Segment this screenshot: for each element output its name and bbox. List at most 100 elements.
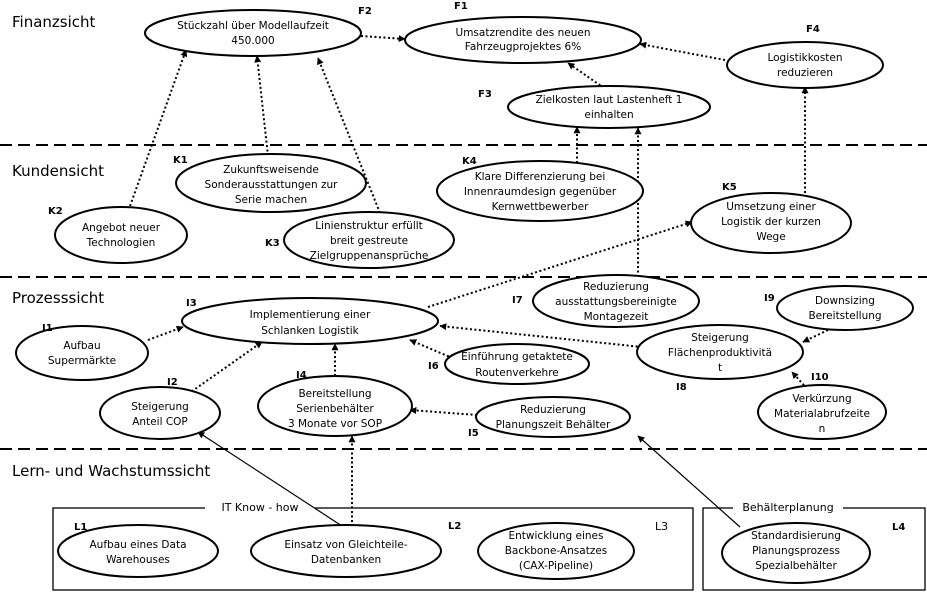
node-i6-line-2: Routenverkehre	[475, 367, 559, 379]
section-label-prozesssicht: Prozesssicht	[12, 289, 104, 307]
node-k5-shape	[690, 192, 852, 254]
node-i7-line-1: Reduzierung	[583, 281, 649, 293]
arrow-f2-f1	[360, 35, 406, 43]
node-i8-line-3: t	[718, 362, 722, 374]
node-k4-line-1: Klare Differenzierung bei	[475, 171, 606, 183]
node-i2-line-2: Anteil COP	[132, 416, 188, 428]
node-i7-line-3: Montagezeit	[584, 311, 649, 323]
node-i5-shape	[475, 396, 631, 438]
node-k5: Umsetzung einer Logistik der kurzen Wege…	[690, 182, 852, 254]
node-i4-line-1: Bereitstellung	[298, 388, 371, 400]
node-i8-line-1: Steigerung	[691, 332, 749, 344]
node-k4-shape	[436, 160, 644, 222]
node-i7: Reduzierung ausstattungsbereinigte Monta…	[512, 274, 700, 328]
node-f3-line-1: Zielkosten laut Lastenheft 1	[536, 94, 683, 106]
arrow-f4-f1	[639, 41, 726, 61]
node-i8-tag: I8	[676, 382, 687, 393]
node-k4-tag: K4	[462, 156, 477, 167]
node-k2-line-1: Angebot neuer	[82, 222, 161, 234]
node-l3-line-1: Entwicklung eines	[509, 530, 604, 542]
arrow-i1-i3	[147, 325, 184, 341]
group-box-it-knowhow	[52, 507, 694, 591]
group-label-bg-it	[205, 499, 315, 515]
node-f3-shape	[507, 85, 711, 129]
node-i1-line-2: Supermärkte	[48, 355, 116, 367]
node-k1-line-3: Serie machen	[235, 194, 307, 206]
node-i6-line-1: Einführung getaktete	[461, 351, 573, 363]
node-l4-tag: L4	[892, 522, 905, 533]
node-l4-line-1: Standardisierung	[751, 530, 841, 542]
arrow-l2-i2	[197, 431, 343, 527]
node-i4-line-3: 3 Monate vor SOP	[288, 418, 382, 430]
node-k2-tag: K2	[48, 206, 63, 217]
node-i3-shape	[181, 297, 439, 345]
node-f1: Umsatzrendite des neuen Fahrzeugprojekte…	[404, 1, 642, 64]
node-i10: Verkürzung Materialabrufzeite n I10	[757, 372, 887, 440]
node-i4-shape	[257, 375, 413, 437]
arrow-k2-f2	[129, 49, 188, 207]
node-i4-line-2: Serienbehälter	[296, 403, 374, 415]
node-i4: Bereitstellung Serienbehälter 3 Monate v…	[257, 370, 413, 437]
arrow-l4-i5	[637, 435, 741, 528]
node-i10-line-3: n	[819, 423, 826, 435]
node-i6-tag: I6	[428, 361, 439, 372]
node-i9-line-2: Bereitstellung	[808, 310, 881, 322]
node-k5-line-2: Logistik der kurzen	[721, 216, 821, 228]
node-i2-tag: I2	[167, 377, 178, 388]
node-i2-line-1: Steigerung	[131, 401, 189, 413]
node-l2-line-1: Einsatz von Gleichteile-	[284, 539, 407, 551]
arrow-k3-f2	[317, 57, 381, 214]
node-i5-tag: I5	[468, 428, 479, 439]
node-l3-line-2: Backbone-Ansatzes	[505, 545, 608, 557]
node-k3: Linienstruktur erfüllt breit gestreute Z…	[265, 211, 455, 269]
section-label-finanzsicht: Finanzsicht	[12, 13, 96, 31]
node-i10-shape	[757, 384, 887, 440]
node-f4: Logistikkosten reduzieren F4	[726, 24, 884, 89]
node-k1-line-1: Zukunftsweisende	[223, 164, 319, 176]
arrow-i9-i8	[802, 327, 833, 343]
node-i6: Einführung getaktete Routenverkehre I6	[428, 343, 590, 385]
node-i3-line-1: Implementierung einer	[250, 309, 371, 321]
node-l4-line-3: Spezialbehälter	[755, 560, 837, 572]
node-l2-tag: L2	[448, 521, 461, 532]
node-i5: Reduzierung Planungszeit Behälter I5	[468, 396, 631, 439]
node-f2-tag: F2	[358, 6, 372, 17]
group-label-behaelterplanung: Behälterplanung	[742, 501, 833, 514]
group-label-it-knowhow: IT Know - how	[221, 501, 298, 514]
node-l2-line-2: Datenbanken	[311, 554, 381, 566]
node-k5-tag: K5	[722, 182, 737, 193]
node-i3-tag: I3	[186, 298, 197, 309]
node-f1-tag: F1	[454, 1, 468, 12]
node-i7-tag: I7	[512, 295, 523, 306]
node-i7-line-2: ausstattungsbereinigte	[555, 296, 677, 308]
node-k4-line-2: Innenraumdesign gegenüber	[464, 186, 617, 198]
node-i1-shape	[15, 325, 149, 381]
node-k4-line-3: Kernwettbewerber	[492, 201, 590, 213]
node-i9: Downsizing Bereitstellung I9	[764, 285, 914, 331]
node-k2-shape	[54, 206, 188, 264]
node-k1-line-2: Sonderausstattungen zur	[205, 179, 339, 191]
node-i10-tag: I10	[811, 372, 829, 383]
node-k1: Zukunftsweisende Sonderausstattungen zur…	[173, 153, 367, 213]
node-k3-line-2: breit gestreute	[330, 235, 408, 247]
node-i1: Aufbau Supermärkte I1	[15, 323, 149, 381]
node-f4-line-2: reduzieren	[777, 67, 833, 79]
node-k3-tag: K3	[265, 238, 280, 249]
node-i2: Steigerung Anteil COP I2	[99, 377, 221, 440]
node-l1-line-2: Warehouses	[106, 554, 170, 566]
node-i7-shape	[532, 274, 700, 328]
node-f1-line-2: Fahrzeugprojektes 6%	[465, 41, 581, 53]
node-k1-shape	[175, 153, 367, 213]
node-l4-shape	[721, 522, 871, 584]
node-l4-line-2: Planungsprozess	[752, 545, 840, 557]
node-k3-shape	[283, 211, 455, 269]
node-l3: Entwicklung eines Backbone-Ansatzes (CAX…	[477, 520, 668, 580]
group-label-bg-behaelter	[733, 499, 843, 515]
node-i5-line-1: Reduzierung	[520, 404, 586, 416]
node-i8-shape	[636, 324, 804, 380]
node-l3-tag: L3	[655, 520, 668, 533]
node-l4: Standardisierung Planungsprozess Spezial…	[721, 522, 905, 584]
section-label-kundensicht: Kundensicht	[12, 162, 104, 180]
node-i9-shape	[776, 285, 914, 331]
arrows	[129, 35, 833, 528]
